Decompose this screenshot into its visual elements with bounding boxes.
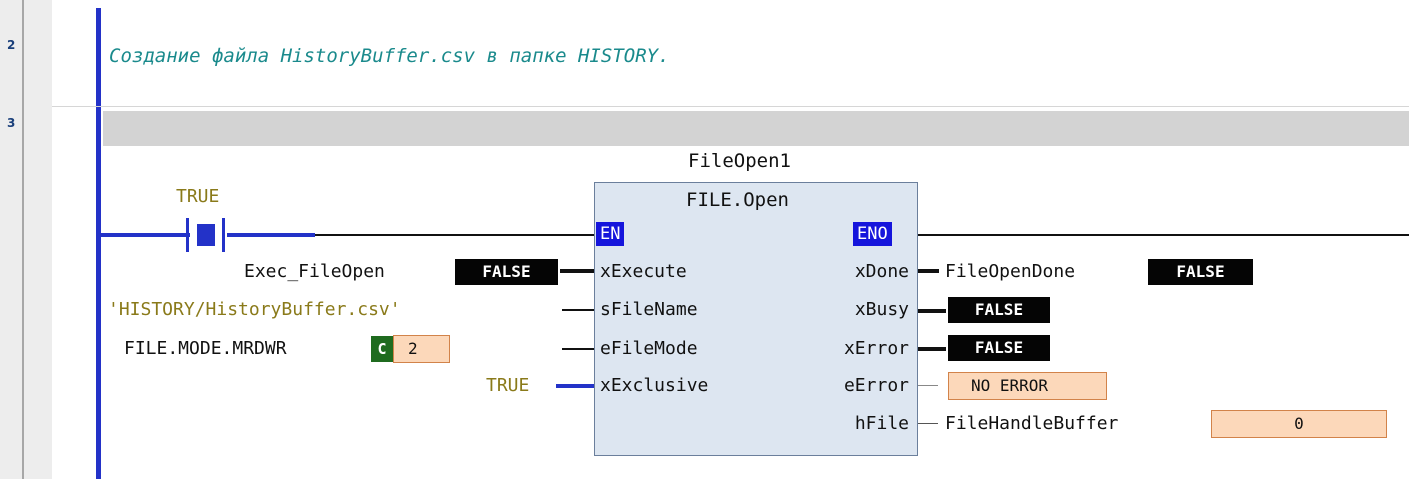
pin-sfilename: sFileName <box>600 299 698 320</box>
constant-tag: C <box>371 336 393 362</box>
rung-wire-energized-2 <box>227 233 315 237</box>
network-comment[interactable]: Создание файла HistoryBuffer.csv в папке… <box>109 45 670 67</box>
row-number-2: 2 <box>7 38 16 52</box>
wire-sfilename <box>562 309 594 311</box>
var-file-handle-buffer[interactable]: FileHandleBuffer <box>945 413 1119 434</box>
fileopen-done-value[interactable]: FALSE <box>1148 259 1253 285</box>
eerror-value[interactable]: NO ERROR <box>948 372 1107 400</box>
file-handle-value[interactable]: 0 <box>1211 410 1387 438</box>
wire-xexecute <box>560 269 594 273</box>
var-fileopen-done[interactable]: FileOpenDone <box>945 261 1076 282</box>
xbusy-value[interactable]: FALSE <box>948 297 1050 323</box>
eno-pin[interactable]: ENO <box>853 222 892 246</box>
wire-xbusy <box>918 309 946 313</box>
pin-hfile: hFile <box>854 413 909 434</box>
rung-wire-energized <box>100 233 190 237</box>
wire-hfile <box>918 423 938 424</box>
pin-eerror: eError <box>843 375 909 396</box>
wire-xerror <box>918 347 946 351</box>
contact-no[interactable] <box>186 218 226 252</box>
xerror-value[interactable]: FALSE <box>948 335 1050 361</box>
var-filename-literal[interactable]: 'HISTORY/HistoryBuffer.csv' <box>108 299 401 320</box>
en-pin[interactable]: EN <box>596 222 625 246</box>
contact-label: TRUE <box>176 186 220 207</box>
left-power-rail <box>96 8 101 479</box>
line-number-gutter <box>0 0 52 479</box>
fb-instance-name[interactable]: FileOpen1 <box>688 150 791 172</box>
pin-xexclusive: xExclusive <box>600 375 709 396</box>
row-number-3: 3 <box>7 116 16 130</box>
network-separator <box>52 106 1409 107</box>
wire-eerror <box>918 385 938 386</box>
network-3-header[interactable] <box>103 111 1409 146</box>
rung-wire-to-en <box>315 234 595 236</box>
fb-type-name: FILE.Open <box>686 189 789 211</box>
file-mode-value[interactable]: 2 <box>393 335 450 363</box>
pin-xdone: xDone <box>854 261 909 282</box>
pin-xexecute: xExecute <box>600 261 687 282</box>
wire-xdone <box>918 269 939 273</box>
var-exec-fileopen[interactable]: Exec_FileOpen <box>244 261 385 282</box>
pin-efilemode: eFileMode <box>600 338 698 359</box>
pin-xerror: xError <box>843 338 909 359</box>
pin-xbusy: xBusy <box>854 299 909 320</box>
gutter-divider <box>22 0 24 479</box>
var-exclusive-literal[interactable]: TRUE <box>486 375 530 396</box>
rung-wire-from-eno <box>918 234 1409 236</box>
wire-efilemode <box>562 348 594 350</box>
exec-fileopen-value[interactable]: FALSE <box>455 259 558 285</box>
wire-xexclusive <box>556 384 594 388</box>
var-file-mode[interactable]: FILE.MODE.MRDWR <box>124 338 287 359</box>
